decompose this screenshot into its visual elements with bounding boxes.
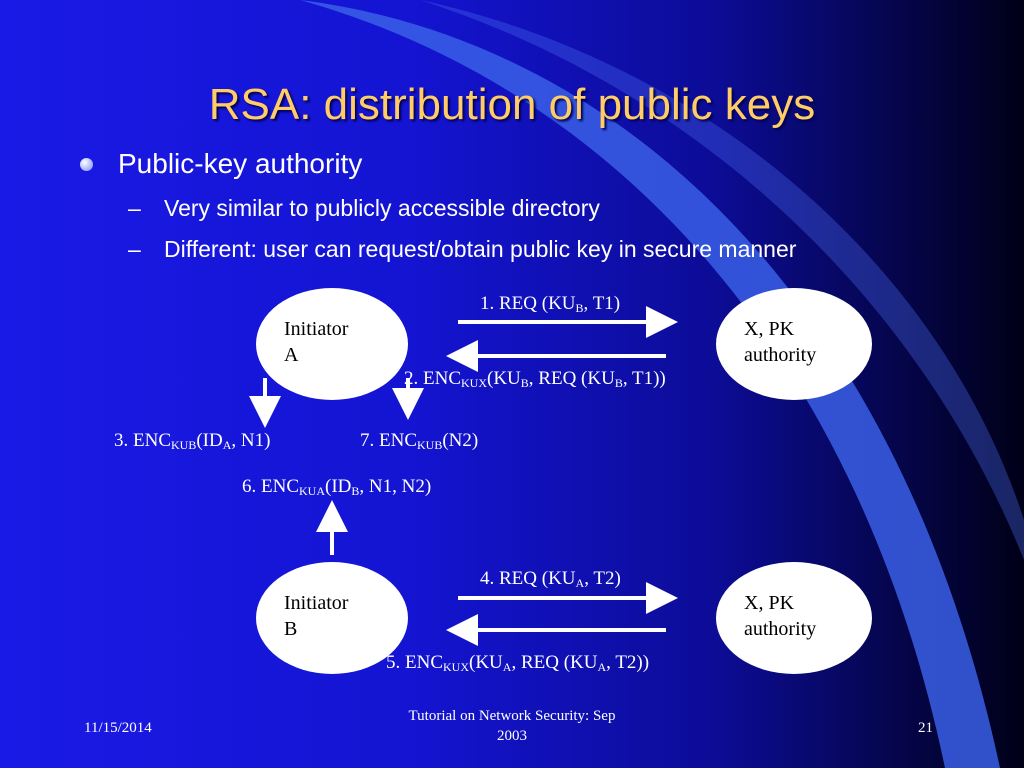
node-label-line1: X, PK [744, 318, 795, 340]
bullet-dot-icon [80, 158, 93, 171]
label-msg2: 2. ENCKUX(KUB, REQ (KUB, T1)) [404, 368, 666, 390]
label-msg5: 5. ENCKUX(KUA, REQ (KUA, T2)) [386, 652, 650, 674]
node-initiator-a: Initiator A [256, 288, 408, 400]
node-authority-top: X, PK authority [716, 288, 872, 400]
footer-center: Tutorial on Network Security: Sep 2003 [362, 706, 662, 746]
node-label-line1: X, PK [744, 592, 795, 614]
subbullet-text: Different: user can request/obtain publi… [164, 236, 797, 262]
node-label-line1: Initiator [284, 318, 349, 340]
node-label-line2: B [284, 618, 298, 640]
slide-title: RSA: distribution of public keys [208, 80, 816, 129]
label-msg4: 4. REQ (KUA, T2) [480, 568, 621, 590]
subbullet-text: Very similar to publicly accessible dire… [164, 195, 600, 221]
footer-center-line2: 2003 [497, 728, 527, 744]
subbullet-dash: – [128, 236, 141, 262]
label-msg1: 1. REQ (KUB, T1) [480, 293, 621, 315]
subbullet-dash: – [128, 195, 141, 221]
bullet-text: Public-key authority [118, 148, 363, 179]
node-label-line2: authority [744, 344, 817, 366]
node-label-line1: Initiator [284, 592, 349, 614]
footer-date: 11/15/2014 [84, 720, 152, 736]
node-authority-bottom: X, PK authority [716, 562, 872, 674]
label-msg3: 3. ENCKUB(IDA, N1) [114, 430, 271, 452]
label-msg6: 6. ENCKUA(IDB, N1, N2) [242, 476, 432, 498]
footer-page-number: 21 [918, 720, 933, 736]
node-label-line2: authority [744, 618, 817, 640]
footer-center-line1: Tutorial on Network Security: Sep [408, 708, 616, 724]
node-initiator-b: Initiator B [256, 562, 408, 674]
node-label-line2: A [284, 344, 299, 366]
subbullet-2: –Different: user can request/obtain publ… [128, 236, 796, 263]
subbullet-1: –Very similar to publicly accessible dir… [128, 195, 600, 222]
label-msg7: 7. ENCKUB(N2) [360, 430, 479, 452]
